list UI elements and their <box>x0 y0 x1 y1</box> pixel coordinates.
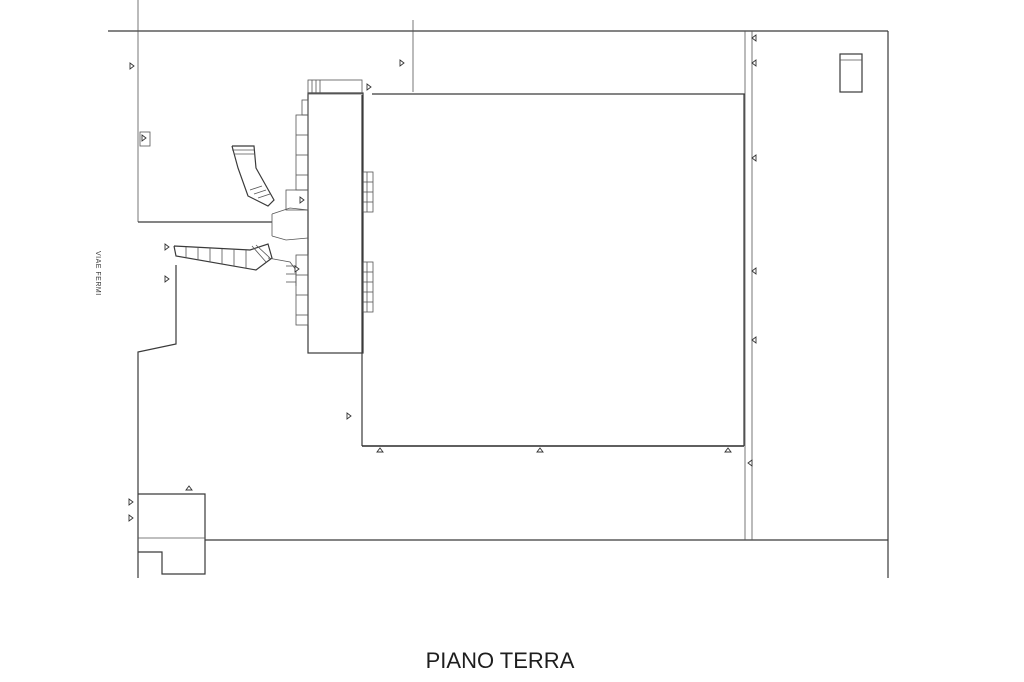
main-building <box>361 94 745 447</box>
entrance-markers <box>128 34 757 522</box>
floor-title: PIANO TERRA <box>425 648 575 673</box>
street-edge <box>137 221 272 578</box>
yard-partition <box>372 20 753 540</box>
street-label: VIAE FERMI <box>94 251 101 296</box>
upper-stair <box>231 145 275 207</box>
lot-boundary <box>108 0 889 578</box>
small-structure <box>839 53 863 93</box>
central-wing <box>271 79 374 354</box>
lower-ramp <box>173 243 297 286</box>
utility-box <box>139 131 151 147</box>
annex-building <box>138 493 206 575</box>
